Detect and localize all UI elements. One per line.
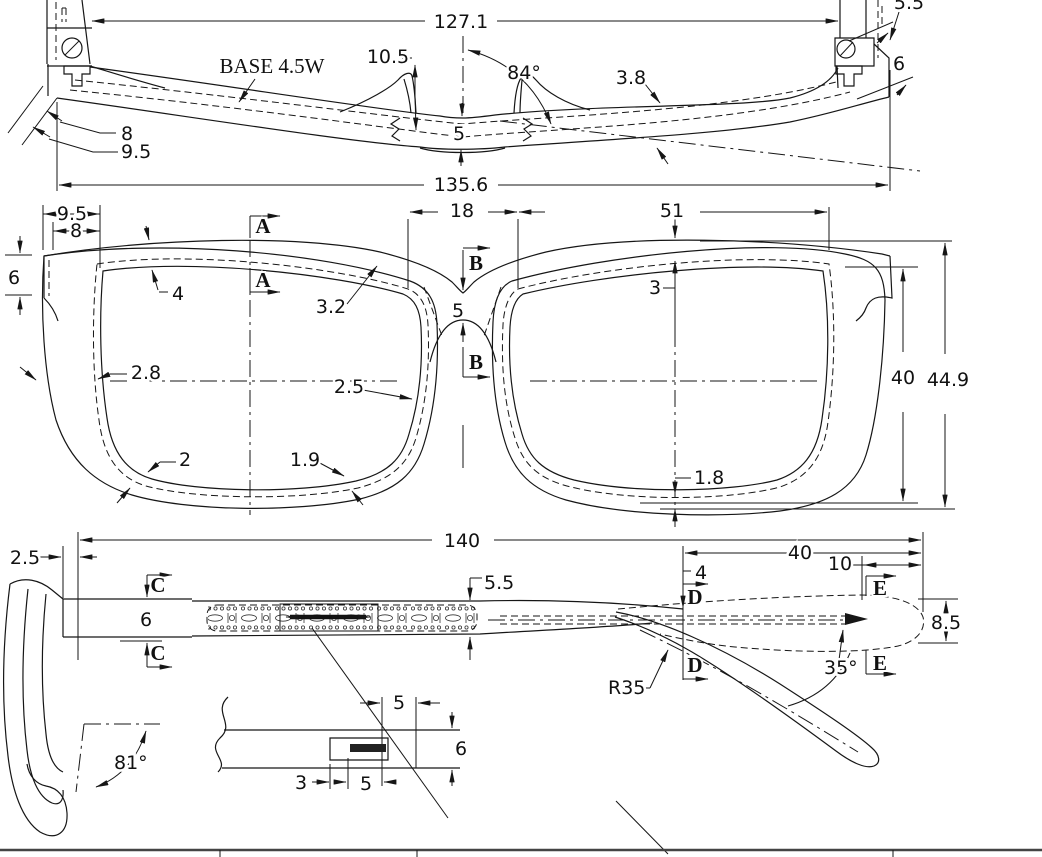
- dim-temple-length: 140: [444, 530, 480, 552]
- dim-temple-height: 5.5: [484, 572, 514, 594]
- section-e-top: E: [873, 576, 887, 600]
- dim-temple-open-angle: 84°: [507, 62, 541, 84]
- dim-hinge-span: 127.1: [434, 11, 488, 33]
- side-view-geometry: [3, 579, 925, 855]
- dim-bend-radius: R35: [608, 677, 645, 699]
- dim-tip-height: 8.5: [931, 612, 961, 634]
- front-view-geometry: [41, 239, 893, 532]
- section-a-bottom: A: [255, 268, 271, 292]
- dim-bridge-width: 18: [450, 200, 474, 222]
- dim-detail-core-offset: 3: [295, 772, 307, 794]
- dim-endpiece-a: 8: [121, 123, 133, 145]
- dim-rim-corner: 2: [179, 449, 191, 471]
- dim-overall-width: 135.6: [434, 174, 488, 196]
- dim-detail-core-height: 6: [455, 738, 467, 760]
- top-view-dimensions: [7, 11, 914, 191]
- section-b-bottom: B: [469, 350, 483, 374]
- dim-tip-straight: 40: [788, 542, 812, 564]
- section-c-bottom: C: [150, 641, 165, 665]
- dim-bridge-depth: 5: [453, 123, 465, 145]
- dim-front-offset: 2.5: [10, 547, 40, 569]
- dim-pad-height: 10.5: [367, 46, 409, 68]
- detail-section-view: [214, 696, 460, 789]
- dim-tip-angle: 35°: [824, 657, 858, 679]
- dim-pantoscopic-angle: 81°: [114, 752, 148, 774]
- dim-bridge-height: 5: [452, 300, 464, 322]
- dim-endpiece-inner: 8: [70, 220, 82, 242]
- dim-top-rim-inner: 4: [172, 283, 184, 305]
- dim-rim-top-right: 3: [649, 277, 661, 299]
- section-b-top: B: [469, 251, 483, 275]
- section-d-bottom: D: [687, 653, 702, 677]
- dim-lens-width: 51: [660, 200, 684, 222]
- dim-detail-slot-top: 5: [393, 692, 405, 714]
- dim-rim-left: 2.8: [131, 362, 161, 384]
- dim-rim-bottom-right: 1.8: [694, 467, 724, 489]
- dim-rim-upper: 3.2: [316, 296, 346, 318]
- dim-hinge-height: 6: [140, 609, 152, 631]
- dim-endpiece-b: 9.5: [121, 141, 151, 163]
- labels: 127.1 135.6 BASE 4.5W 10.5 84° 5 3.8 8 9…: [5, 0, 971, 798]
- section-d-top: D: [687, 585, 702, 609]
- dim-front-thickness: 3.8: [616, 67, 646, 89]
- front-view-dimensions: [5, 205, 955, 524]
- section-c-top: C: [150, 573, 165, 597]
- dim-rim-nasal: 2.5: [334, 376, 364, 398]
- dim-tip-length: 10: [828, 553, 852, 575]
- dim-bend-offset: 4: [695, 562, 707, 584]
- dim-endpiece-outer: 9.5: [57, 203, 87, 225]
- dim-endpiece-height: 6: [8, 267, 20, 289]
- dim-hinge: 6: [893, 53, 905, 75]
- section-e-bottom: E: [873, 651, 887, 675]
- base-curve-label: BASE 4.5W: [220, 54, 325, 78]
- dim-rim-bottom: 1.9: [290, 449, 320, 471]
- side-view-dimensions: [40, 532, 958, 819]
- dim-frame-height: 44.9: [927, 369, 969, 391]
- dim-temple-top: 5.5: [894, 0, 924, 14]
- dim-lens-height: 40: [891, 367, 915, 389]
- title-block-border: [0, 848, 1042, 857]
- dim-detail-slot-bottom: 5: [360, 773, 372, 795]
- section-a-top: A: [255, 214, 271, 238]
